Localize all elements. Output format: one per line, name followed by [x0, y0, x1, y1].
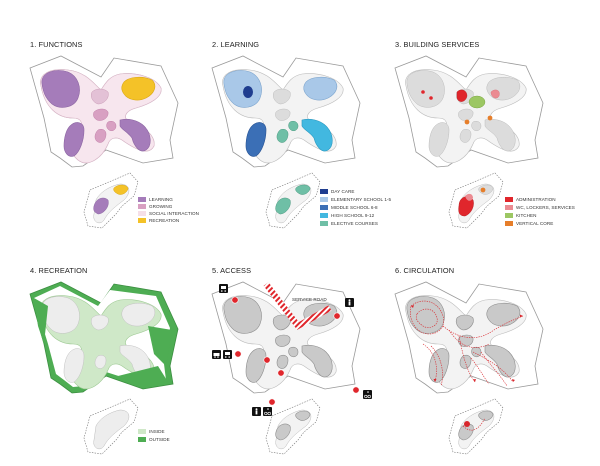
- site-plan: [30, 56, 178, 228]
- legend-label: DAY CARE: [331, 189, 354, 194]
- annex-core: [464, 421, 470, 427]
- service-road: [263, 282, 332, 330]
- panel-recreation: 4. RECREATION INSIDE OUTSIDE: [29, 266, 179, 455]
- panel-access: 5. ACCESS SERVICE ROAD: [212, 266, 372, 454]
- site-plan: [212, 56, 360, 228]
- kitchen-room: [468, 95, 486, 109]
- legend-swatch: [138, 204, 146, 209]
- day-care-room: [243, 86, 253, 98]
- bus-icon: [219, 284, 228, 293]
- legend-swatch: [505, 197, 513, 202]
- legend-swatch: [320, 189, 328, 194]
- access-point: [352, 386, 360, 394]
- access-point: [263, 356, 271, 364]
- service-marker: [429, 96, 433, 100]
- legend-swatch: [138, 197, 146, 202]
- legend-swatch: [138, 218, 146, 223]
- legend-label: MIDDLE SCHOOL 6-8: [331, 205, 378, 210]
- legend: INSIDE OUTSIDE: [138, 429, 170, 442]
- access-points: [231, 296, 360, 406]
- legend-swatch: [138, 211, 146, 216]
- legend-swatch: [320, 221, 328, 226]
- site-plan: [29, 281, 179, 455]
- outside-yard: [118, 366, 168, 386]
- access-point: [231, 296, 239, 304]
- legend-label: INSIDE: [149, 429, 165, 434]
- panel-learning: 2. LEARNING DAY CARE ELEMENTARY SCHOOL 1…: [212, 40, 392, 228]
- legend-label: OUTSIDE: [149, 437, 170, 442]
- wc-room: [465, 193, 473, 201]
- legend-swatch: [505, 221, 513, 226]
- access-point: [268, 398, 276, 406]
- panel-title: 6. CIRCULATION: [395, 266, 454, 275]
- legend-swatch: [138, 437, 146, 442]
- access-point: [234, 350, 242, 358]
- panel-circulation: 6. CIRCULATION: [395, 266, 543, 454]
- administration-room: [458, 196, 474, 217]
- wc-room: [490, 89, 500, 99]
- legend-swatch: [320, 213, 328, 218]
- circulation-paths: [410, 300, 524, 387]
- cyclist-icon: [263, 407, 272, 416]
- access-point: [333, 312, 341, 320]
- cyclist-icon: [363, 390, 372, 399]
- flow-arrows: [411, 305, 523, 382]
- legend-swatch: [505, 213, 513, 218]
- panel-title: 5. ACCESS: [212, 266, 251, 275]
- panel-building-services: 3. BUILDING SERVICES ADMINISTRATION WC, …: [395, 40, 575, 228]
- panel-title: 2. LEARNING: [212, 40, 259, 49]
- legend-label: RECREATION: [149, 218, 179, 223]
- legend-label: GROWING: [149, 204, 173, 209]
- panel-title: 1. FUNCTIONS: [30, 40, 83, 49]
- administration-room: [456, 89, 468, 102]
- panel-functions: 1. FUNCTIONS LEARNING GROWING SOCIAL INT…: [30, 40, 199, 228]
- vertical-core: [464, 119, 470, 125]
- site-plan: [395, 56, 543, 228]
- pedestrian-icon: [252, 407, 261, 416]
- access-point: [277, 369, 285, 377]
- service-marker: [421, 90, 425, 94]
- bus-icon: [223, 350, 232, 359]
- legend-label: KITCHEN: [516, 213, 537, 218]
- pedestrian-icon: [345, 298, 354, 307]
- vertical-core: [487, 115, 493, 121]
- legend: LEARNING GROWING SOCIAL INTERACTION RECR…: [138, 197, 199, 223]
- legend-swatch: [505, 205, 513, 210]
- legend-label: SOCIAL INTERACTION: [149, 211, 199, 216]
- legend-label: LEARNING: [149, 197, 173, 202]
- site-plan: [395, 282, 543, 454]
- panel-title: 4. RECREATION: [30, 266, 87, 275]
- site-plan: SERVICE ROAD: [212, 282, 372, 454]
- legend-swatch: [138, 429, 146, 434]
- legend-swatch: [320, 197, 328, 202]
- vertical-core: [480, 187, 486, 193]
- legend-label: ELEMENTARY SCHOOL 1-5: [331, 197, 392, 202]
- legend-label: ADMINISTRATION: [516, 197, 556, 202]
- service-road-label: SERVICE ROAD: [292, 297, 327, 302]
- legend-label: HIGH SCHOOL 9-12: [331, 213, 375, 218]
- car-icon: [212, 350, 221, 359]
- legend: DAY CARE ELEMENTARY SCHOOL 1-5 MIDDLE SC…: [320, 189, 392, 226]
- legend-label: ELECTIVE COURSES: [331, 221, 378, 226]
- panel-title: 3. BUILDING SERVICES: [395, 40, 479, 49]
- legend: ADMINISTRATION WC, LOCKERS, SERVICES KIT…: [505, 197, 575, 226]
- legend-label: WC, LOCKERS, SERVICES: [516, 205, 575, 210]
- legend-label: VERTICAL CORE: [516, 221, 553, 226]
- legend-swatch: [320, 205, 328, 210]
